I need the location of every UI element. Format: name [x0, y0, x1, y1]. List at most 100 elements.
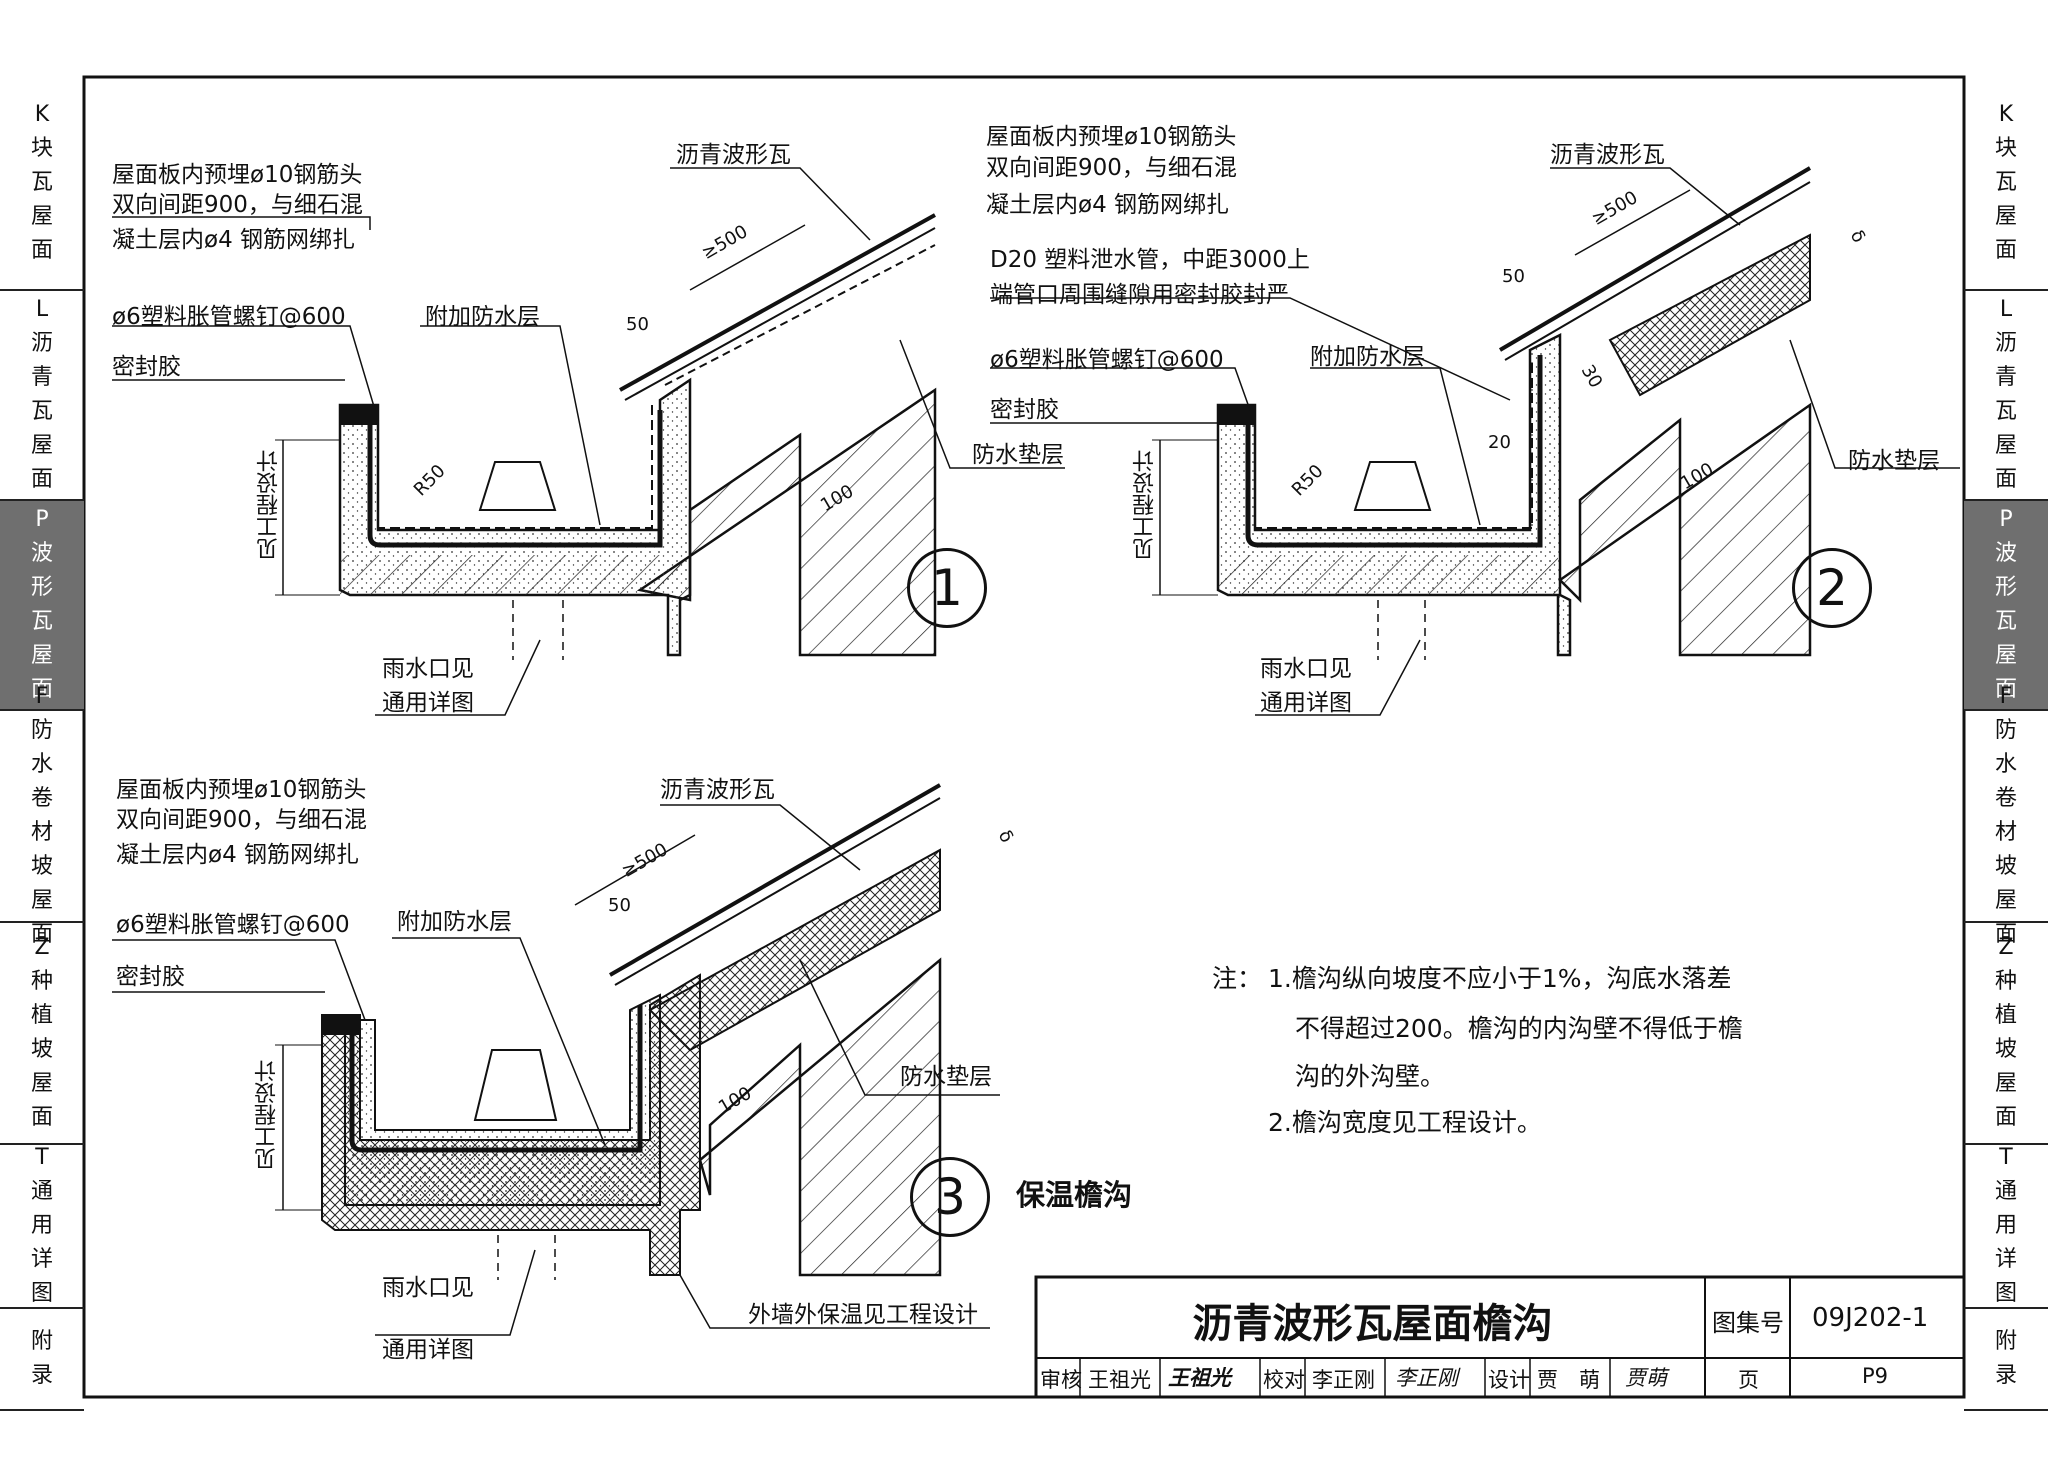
drawing-frame	[82, 75, 1966, 1399]
reviewer-signature: 王祖光	[1168, 1366, 1231, 1390]
d3-wall-insulation-label: 外墙外保温见工程设计	[748, 1302, 978, 1328]
side-nav-label: 沥 青 瓦 屋 面	[1994, 331, 2017, 492]
d1-nail-label: ø6塑料胀管螺钉@600	[112, 304, 346, 330]
d1-rebar-label-3: 凝土层内ø4 钢筋网绑扎	[112, 227, 356, 253]
d2-pipe-label-2: 端管口周围缝隙用密封胶封严	[990, 282, 1289, 308]
side-nav-section[interactable]: K 块 瓦 屋 面	[1964, 77, 2048, 291]
d3-rebar-label-3: 凝土层内ø4 钢筋网绑扎	[116, 842, 360, 868]
side-nav-section[interactable]: 附 录	[0, 1309, 84, 1411]
d2-dim-50: 50	[1502, 266, 1525, 287]
side-nav-section[interactable]: K 块 瓦 屋 面	[0, 77, 84, 291]
page-label: 页	[1738, 1368, 1759, 1392]
d2-rebar-label-1: 屋面板内预埋ø10钢筋头	[986, 124, 1237, 150]
side-nav-label: 块 瓦 屋 面	[30, 136, 53, 263]
d3-tile-label: 沥青波形瓦	[660, 777, 775, 803]
d1-dim-50: 50	[626, 314, 649, 335]
d3-height-label: 见工程设计	[255, 1060, 280, 1170]
side-nav-section[interactable]: T 通 用 详 图	[1964, 1145, 2048, 1309]
d3-extra-waterproof-label: 附加防水层	[397, 909, 512, 935]
title-block-grid	[1034, 1275, 1966, 1399]
d2-rebar-label-3: 凝土层内ø4 钢筋网绑扎	[986, 192, 1230, 218]
side-nav-label: 波 形 瓦 屋 面	[30, 541, 53, 702]
d1-underlay-label: 防水垫层	[972, 442, 1064, 468]
side-nav-label: 块 瓦 屋 面	[1994, 136, 2017, 263]
side-nav-section[interactable]: L 沥 青 瓦 屋 面	[0, 291, 84, 501]
d2-nail-label: ø6塑料胀管螺钉@600	[990, 347, 1224, 373]
detail-3-drawing	[112, 783, 1000, 1336]
detail-number-1: 1	[907, 548, 987, 628]
side-nav-label: 种 植 坡 屋 面	[30, 969, 53, 1130]
side-nav-code: K	[34, 102, 50, 127]
atlas-number: 09J202-1	[1812, 1303, 1929, 1333]
side-nav-section[interactable]: 附 录	[1964, 1309, 2048, 1411]
side-nav-label: 防 水 卷 材 坡 屋 面	[30, 718, 53, 947]
side-nav-code: Z	[1998, 935, 2014, 960]
d1-sealant-label: 密封胶	[112, 354, 181, 380]
reviewer-name: 王祖光	[1088, 1368, 1151, 1392]
side-nav-code: P	[35, 507, 49, 532]
d3-sealant-label: 密封胶	[116, 964, 185, 990]
side-nav-code: K	[1998, 102, 2014, 127]
d3-outlet-label-2: 通用详图	[382, 1337, 474, 1363]
side-nav-code: P	[1999, 507, 2013, 532]
d3-rebar-label-1: 屋面板内预埋ø10钢筋头	[116, 777, 367, 803]
page-number: P9	[1862, 1364, 1889, 1388]
side-nav-section[interactable]: Z 种 植 坡 屋 面	[0, 923, 84, 1145]
sheet-title: 沥青波形瓦屋面檐沟	[1192, 1301, 1553, 1347]
side-nav-code: T	[35, 1145, 49, 1170]
notes-prefix: 注：	[1212, 964, 1263, 993]
side-nav-label: 附 录	[30, 1329, 53, 1388]
d2-rebar-label-2: 双向间距900，与细石混	[986, 155, 1237, 181]
note-2: 2.檐沟宽度见工程设计。	[1268, 1108, 1542, 1137]
d3-rebar-label-2: 双向间距900，与细石混	[116, 807, 367, 833]
d2-outlet-label-1: 雨水口见	[1260, 656, 1352, 682]
side-nav-code: F	[35, 684, 49, 709]
atlas-number-label: 图集号	[1712, 1309, 1784, 1337]
side-nav-code: F	[1999, 684, 2013, 709]
d3-nail-label: ø6塑料胀管螺钉@600	[116, 912, 350, 938]
d1-outlet-label-1: 雨水口见	[382, 656, 474, 682]
note-1-line-1: 1.檐沟纵向坡度不应小于1%，沟底水落差	[1268, 964, 1732, 993]
note-1-line-2: 不得超过200。檐沟的内沟壁不得低于檐	[1295, 1014, 1743, 1043]
d1-rebar-label-2: 双向间距900，与细石混	[112, 192, 363, 218]
d2-pipe-label-1: D20 塑料泄水管，中距3000上	[990, 247, 1310, 273]
d1-tile-label: 沥青波形瓦	[676, 142, 791, 168]
d3-outlet-label-1: 雨水口见	[382, 1275, 474, 1301]
note-1-line-3: 沟的外沟壁。	[1295, 1062, 1446, 1091]
d2-underlay-label: 防水垫层	[1848, 448, 1940, 474]
designer-name: 贾 萌	[1537, 1368, 1600, 1392]
side-nav-code: L	[35, 297, 49, 322]
side-nav-section[interactable]: F 防 水 卷 材 坡 屋 面	[0, 684, 84, 947]
detail-number-2: 2	[1792, 548, 1872, 628]
d1-extra-waterproof-label: 附加防水层	[425, 304, 540, 330]
side-nav-section[interactable]: P 波 形 瓦 屋 面	[1964, 501, 2048, 711]
side-nav-section[interactable]: T 通 用 详 图	[0, 1145, 84, 1309]
d1-outlet-label-2: 通用详图	[382, 690, 474, 716]
side-nav-label: 通 用 详 图	[30, 1179, 53, 1306]
side-nav-code: T	[1999, 1145, 2013, 1170]
d2-extra-waterproof-label: 附加防水层	[1310, 344, 1425, 370]
d2-sealant-label: 密封胶	[990, 397, 1059, 423]
side-nav-label: 沥 青 瓦 屋 面	[30, 331, 53, 492]
side-nav-label: 通 用 详 图	[1994, 1179, 2017, 1306]
detail-2-drawing	[990, 166, 1960, 716]
designer-signature: 贾萌	[1625, 1366, 1667, 1390]
side-nav-code: Z	[34, 935, 50, 960]
d2-height-label: 见工程设计	[1133, 450, 1158, 560]
d2-dim-20: 20	[1488, 432, 1511, 453]
d3-underlay-label: 防水垫层	[900, 1064, 992, 1090]
detail-number-3: 3	[910, 1157, 990, 1237]
side-nav-section[interactable]: P 波 形 瓦 屋 面	[0, 501, 84, 711]
side-nav-label: 波 形 瓦 屋 面	[1994, 541, 2017, 702]
checker-name: 李正刚	[1312, 1368, 1375, 1392]
detail-1-drawing	[112, 167, 1065, 716]
d2-outlet-label-2: 通用详图	[1260, 690, 1352, 716]
check-label: 校对	[1263, 1368, 1305, 1392]
d3-dim-50: 50	[608, 895, 631, 916]
